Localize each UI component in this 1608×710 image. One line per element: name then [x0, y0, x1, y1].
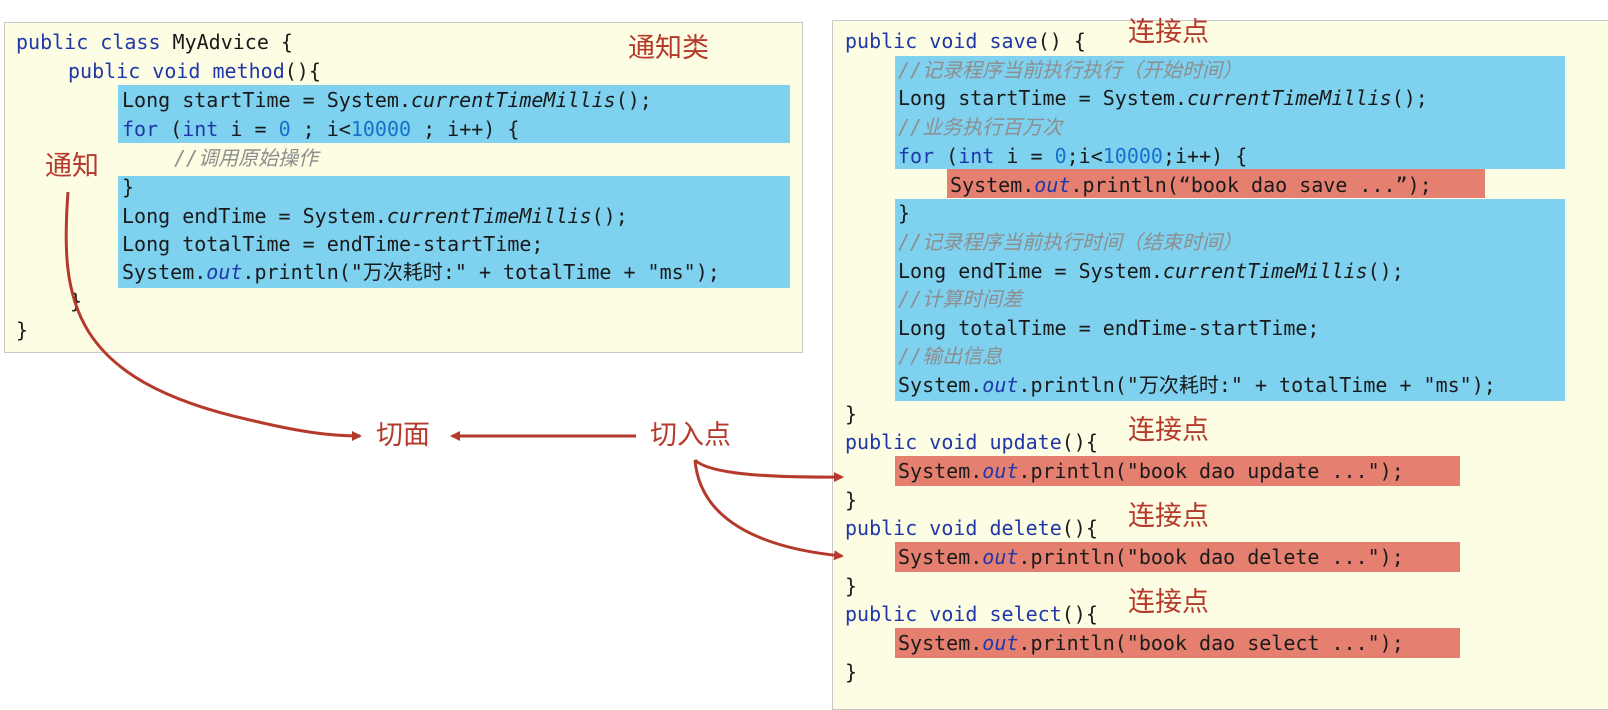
- code-line-save-start-time: Long startTime = System.currentTimeMilli…: [898, 86, 1428, 110]
- code-line-save-println-total: System.out.println("万次耗时:" + totalTime +…: [898, 373, 1496, 397]
- code-line-comment-start: //记录程序当前执行执行（开始时间）: [898, 58, 1243, 82]
- code-line-delete-println: System.out.println("book dao delete ..."…: [898, 545, 1404, 569]
- advice-highlight-top: [118, 85, 790, 143]
- code-line-comment-business: //业务执行百万次: [898, 115, 1063, 139]
- joinpoint-label-update: 连接点: [1128, 415, 1209, 446]
- code-line-close-loop: }: [122, 175, 135, 199]
- advice-to-aspect-arrow: [64, 191, 362, 441]
- code-line-end-time: Long endTime = System.currentTimeMillis(…: [122, 204, 628, 228]
- code-line-class-decl: public class MyAdvice {: [16, 30, 293, 54]
- delete-highlight: [895, 542, 1460, 572]
- code-line-comment-diff: //计算时间差: [898, 287, 1023, 311]
- code-line-save-total-time: Long totalTime = endTime-startTime;: [898, 316, 1320, 340]
- code-line-save-close-loop: }: [898, 201, 911, 225]
- code-line-update-println: System.out.println("book dao update ..."…: [898, 459, 1404, 483]
- select-highlight: [895, 628, 1460, 658]
- code-line-delete-close: }: [845, 574, 858, 598]
- joinpoint-label-save: 连接点: [1128, 17, 1209, 48]
- save-business-highlight: [947, 169, 1485, 198]
- pointcut-to-update-arrow: [693, 458, 844, 483]
- advice-highlight-bottom: [118, 176, 790, 288]
- update-highlight: [895, 456, 1460, 486]
- save-highlight-top: [895, 56, 1565, 169]
- code-line-delete-decl: public void delete(){: [845, 516, 1098, 540]
- advice-label: 通知: [45, 151, 99, 182]
- code-line-for-loop: for (int i = 0 ; i<10000 ; i++) {: [122, 117, 520, 141]
- code-line-save-println: System.out.println(“book dao save ...”);: [950, 173, 1432, 197]
- aspect-label: 切面: [376, 420, 430, 451]
- code-line-save-for-loop: for (int i = 0;i<10000;i++) {: [898, 144, 1248, 168]
- code-line-select-close: }: [845, 660, 858, 684]
- code-line-update-close: }: [845, 488, 858, 512]
- code-line-update-decl: public void update(){: [845, 430, 1098, 454]
- code-line-save-close: }: [845, 402, 858, 426]
- code-line-select-println: System.out.println("book dao select ..."…: [898, 631, 1404, 655]
- code-line-comment-output: //输出信息: [898, 344, 1003, 368]
- code-line-save-end-time: Long endTime = System.currentTimeMillis(…: [898, 259, 1404, 283]
- advice-class-label: 通知类: [628, 33, 709, 64]
- code-line-println-total: System.out.println("万次耗时:" + totalTime +…: [122, 260, 720, 284]
- pointcut-label: 切入点: [650, 420, 731, 451]
- code-line-close-class: }: [16, 318, 29, 342]
- joinpoint-label-delete: 连接点: [1128, 501, 1209, 532]
- code-line-save-decl: public void save() {: [845, 29, 1086, 53]
- pointcut-to-delete-arrow: [693, 459, 844, 561]
- code-line-comment-end: //记录程序当前执行时间（结束时间）: [898, 230, 1243, 254]
- code-line-comment-original-op: //调用原始操作: [174, 146, 319, 170]
- code-line-start-time: Long startTime = System.currentTimeMilli…: [122, 88, 652, 112]
- save-highlight-bottom: [895, 199, 1565, 401]
- code-line-total-time: Long totalTime = endTime-startTime;: [122, 232, 544, 256]
- code-line-select-decl: public void select(){: [845, 602, 1098, 626]
- code-line-method-decl: public void method(){: [68, 59, 321, 83]
- joinpoint-label-select: 连接点: [1128, 587, 1209, 618]
